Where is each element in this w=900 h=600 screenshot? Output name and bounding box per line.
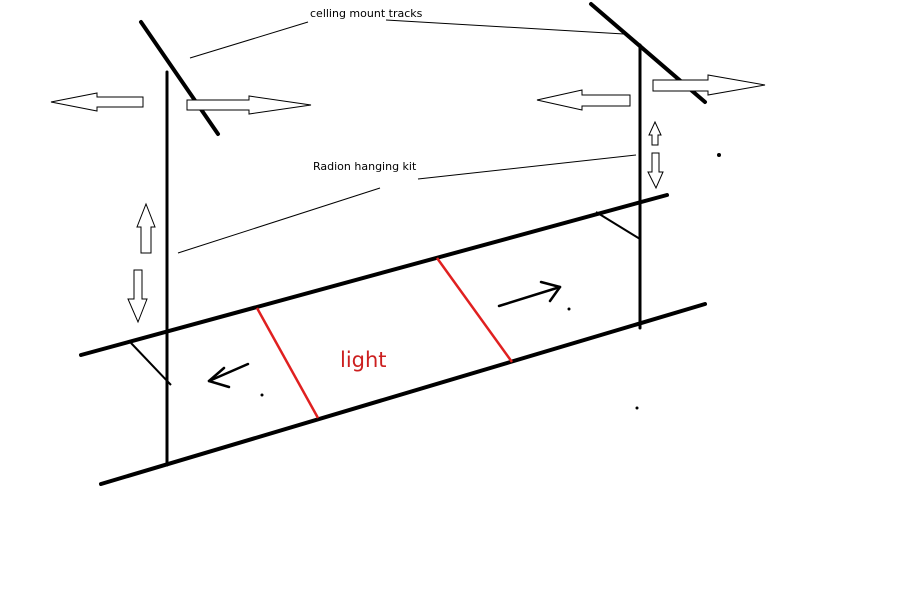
stray-dot — [717, 153, 721, 157]
left-track-arrow-left-icon — [50, 92, 144, 112]
left-hanger-bracket — [130, 342, 172, 386]
right-track-arrow-left-icon — [536, 89, 631, 111]
stray-dot — [567, 307, 571, 311]
tracks-label: celling mount tracks — [310, 7, 423, 20]
light-label: light — [340, 348, 387, 372]
right-hanger-bracket — [595, 211, 641, 240]
stray-dot — [260, 393, 264, 397]
left-height-arrow-down-icon — [127, 269, 148, 324]
left-track-arrow-right-icon — [186, 95, 312, 115]
light-edge-left — [255, 307, 320, 419]
hanging-kit-label: Radion hanging kit — [313, 160, 417, 173]
light-rail-top — [79, 193, 669, 357]
right-height-arrow-up-icon — [648, 120, 662, 146]
slide-right-arrow-icon — [497, 280, 562, 308]
tracks-leader-right — [385, 19, 625, 35]
stray-dot — [635, 406, 639, 410]
right-track-arrow-right-icon — [652, 74, 766, 96]
left-ceiling-track — [139, 20, 220, 136]
kit-leader-left — [177, 187, 381, 254]
tracks-leader-left — [189, 21, 309, 59]
right-height-arrow-down-icon — [647, 152, 664, 190]
light-rail-bottom — [99, 302, 707, 486]
kit-leader-right — [417, 154, 637, 180]
light-edge-right — [435, 257, 514, 363]
slide-left-arrow-icon — [207, 362, 250, 389]
left-height-arrow-up-icon — [136, 202, 156, 254]
